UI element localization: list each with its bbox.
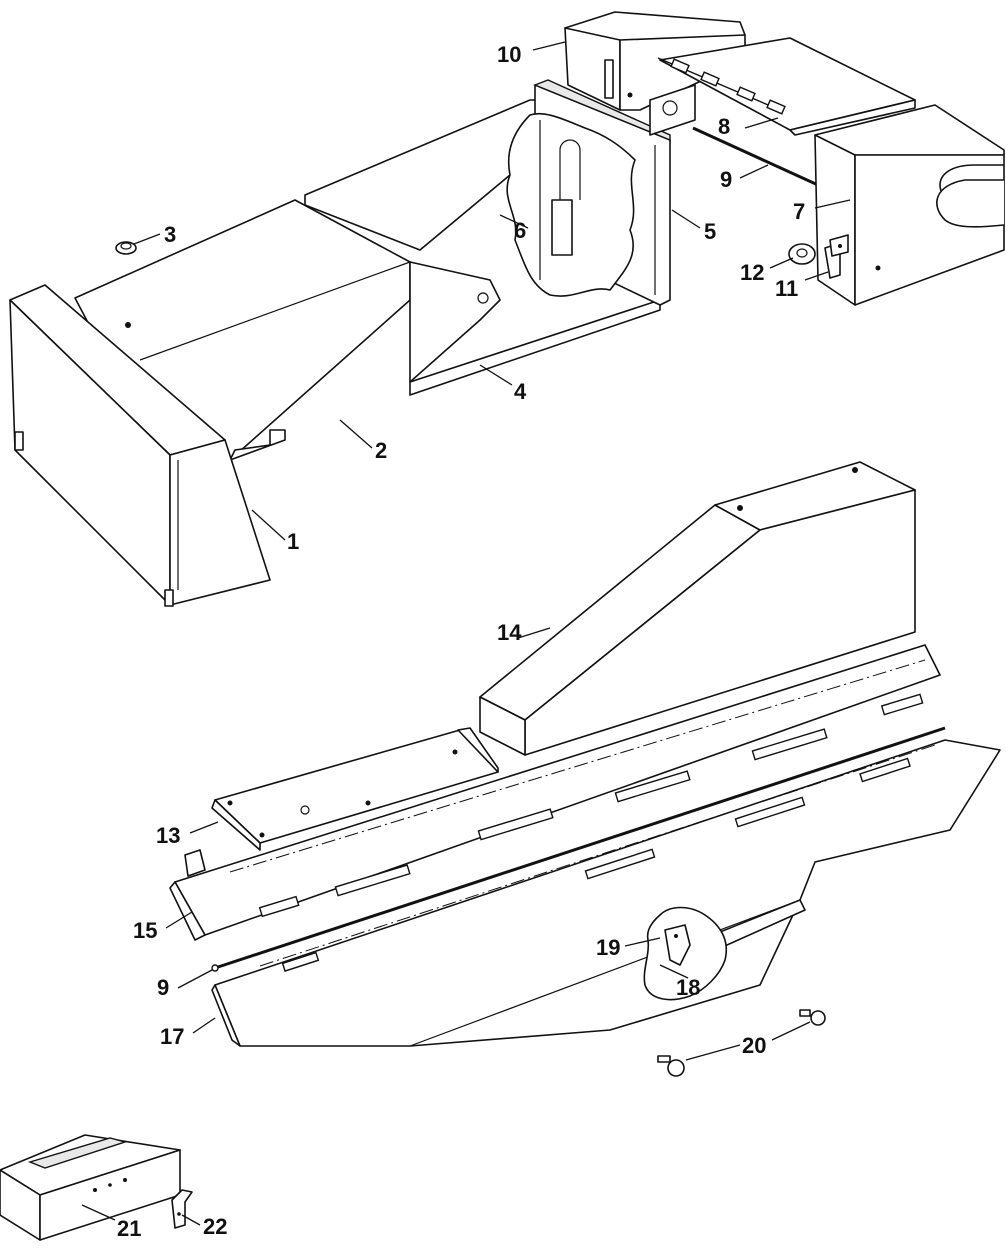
part-17-lower-shroud (211, 739, 1001, 1047)
callout-8: 8 (718, 114, 730, 139)
callout-20: 20 (742, 1033, 766, 1058)
callout-6: 6 (514, 218, 526, 243)
callout-11: 11 (775, 276, 798, 301)
callout-10: 10 (497, 42, 521, 67)
part-22-clip (171, 1189, 193, 1229)
part-1-front-hood (9, 284, 271, 607)
callout-19: 19 (596, 935, 620, 960)
part-3-nut (115, 241, 137, 255)
callout-12: 12 (740, 260, 764, 285)
part-20-pins (657, 1009, 826, 1077)
part-9-rod-lower (211, 726, 946, 972)
callout-13: 13 (156, 823, 180, 848)
part-9-rod-upper (692, 126, 819, 187)
callout-9b: 9 (157, 975, 169, 1000)
part-12-washer (788, 243, 816, 265)
leader-lines (81, 41, 851, 1226)
callout-2: 2 (375, 438, 387, 463)
part-13-angle-bracket (211, 727, 499, 851)
callout-9a: 9 (720, 167, 732, 192)
part-19-latch-cutaway (643, 906, 727, 1001)
part-6-cutaway-bracket (506, 112, 636, 297)
callout-14: 14 (497, 620, 522, 645)
callout-21: 21 (117, 1216, 141, 1241)
callout-22: 22 (203, 1214, 227, 1239)
callout-17: 17 (160, 1024, 184, 1049)
part-7-rear-cover (814, 104, 1005, 306)
callout-1: 1 (287, 529, 299, 554)
callout-4: 4 (514, 379, 527, 404)
callout-3: 3 (164, 222, 176, 247)
callout-7: 7 (793, 199, 805, 224)
part-15-hinge-channel (169, 644, 941, 941)
part-21-hinged-box (0, 1134, 181, 1241)
callout-5: 5 (704, 219, 716, 244)
callout-labels: 1 2 3 4 5 6 7 8 9 10 11 12 13 14 15 9 17… (117, 42, 805, 1241)
part-8-hinge-rod (657, 57, 786, 115)
part-11-bracket (824, 234, 849, 279)
callout-15: 15 (133, 918, 157, 943)
part-8-lid (657, 37, 916, 136)
callout-18: 18 (676, 975, 700, 1000)
part-14-long-shroud (479, 461, 916, 756)
